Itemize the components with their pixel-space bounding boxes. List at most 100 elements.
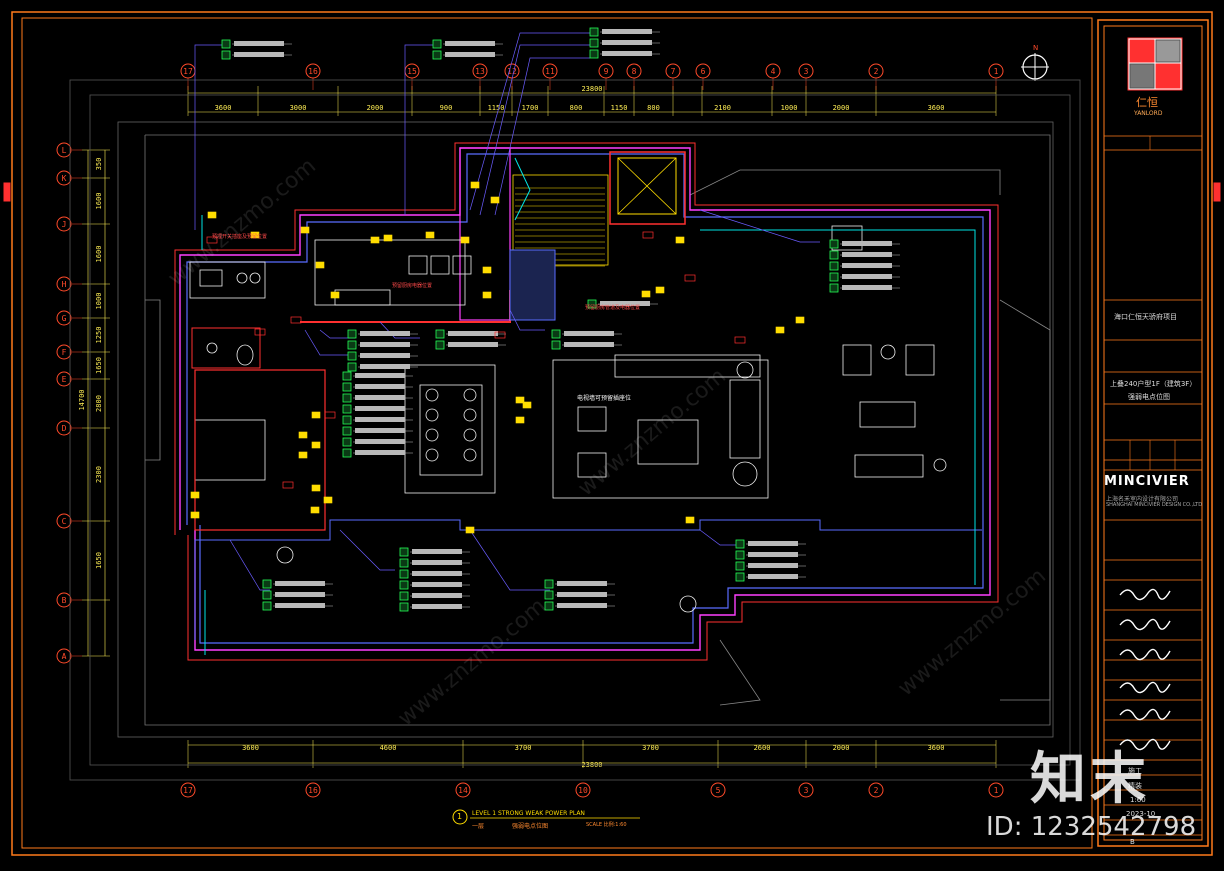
daybed [854,454,924,478]
sofa-side [729,379,761,459]
socket-symbol [829,272,839,282]
socket-symbol [347,351,357,361]
electrical-point [190,491,200,499]
callout-label-bar [275,592,325,597]
socket-symbol [342,426,352,436]
armchair [577,406,607,432]
bottom-axis-bubble [988,782,1004,798]
lounge-chair [905,344,935,376]
top-dim-segment: 2100 [714,104,731,112]
signature-6 [1119,738,1171,751]
socket-symbol [262,601,272,611]
socket-symbol [347,362,357,372]
stair-outline [512,174,609,266]
site-boundary-3 [117,121,1054,738]
entry-note: 预留厨房管道及电器位置 [585,305,641,311]
dining-chair [463,408,477,422]
terrace-outline [144,134,1051,726]
top-axis-label: 11 [545,67,555,76]
top-dim-segment: 3600 [215,104,232,112]
left-axis-bubble [56,276,72,292]
left-axis-bubble [56,592,72,608]
left-axis-bubble [56,420,72,436]
electrical-point [522,401,532,409]
tv-wall-note: 电视墙可预留插座位 [577,395,632,402]
electrical-point [207,211,217,219]
yanlord-logo-square-2 [1155,63,1181,89]
bottom-axis-bubble [455,782,471,798]
electrical-point [675,236,685,244]
bathroom [191,327,261,369]
callout-label-bar [842,263,892,268]
title-block-date: 2023-10 [1126,810,1156,818]
electrical-point [311,484,321,492]
electrical-point [370,236,380,244]
electrical-point [795,316,805,324]
red-dim-mark [282,481,294,489]
stove-burner [236,272,248,284]
top-dim-segment: 1150 [488,104,505,112]
range-note: 预留厨房电器位置 [392,283,433,289]
plan-title-number: 1 [457,812,463,821]
callout-label-bar [412,549,462,554]
top-axis-label: 1 [994,67,999,76]
dining-chair [463,388,477,402]
dining-chair [463,428,477,442]
leader-line [699,209,820,243]
electrical-point [460,236,470,244]
bottom-axis-label: 14 [458,786,468,795]
socket-symbol [829,239,839,249]
electrical-point [311,441,321,449]
socket-symbol [399,547,409,557]
socket-symbol [399,602,409,612]
callout-label-bar [564,342,614,347]
title-block-drawing-type: 精装 [1128,782,1142,790]
watermark-id: ID: 1232542798 [986,812,1197,842]
socket-symbol [735,572,745,582]
socket-symbol [347,340,357,350]
signature-1 [1119,588,1171,601]
leader-line [479,44,590,216]
terrace-chair [276,546,294,564]
bottom-dim-segment: 2600 [754,744,771,752]
socket-symbol [399,569,409,579]
yanlord-logo-square-3 [1129,63,1155,89]
callout-label-bar [234,52,284,57]
socket-symbol [342,415,352,425]
callout-label-bar [412,571,462,576]
electrical-point [298,431,308,439]
electrical-point [482,266,492,274]
bottom-axis-label: 10 [578,786,588,795]
left-edge-marker [3,182,11,202]
title-block-inner [1103,25,1203,841]
left-dim-segment: 1650 [95,552,103,569]
electrical-point [490,196,500,204]
socket-symbol [589,27,599,37]
socket-symbol [435,329,445,339]
callout-label-bar [355,428,405,433]
electrical-point [470,181,480,189]
bedroom-wall [194,369,326,531]
planter [679,595,697,613]
plan-title-scale: SCALE 比例:1:60 [586,822,627,828]
left-axis-bubble [56,648,72,664]
left-axis-bubble [56,170,72,186]
top-dim-segment: 1150 [611,104,628,112]
title-block-firm-logo: MINCIVIER [1104,474,1190,489]
socket-symbol [262,590,272,600]
bottom-axis-label: 16 [308,786,318,795]
compass-north-label: N [1033,44,1039,52]
stair-landing [509,249,556,321]
watermark-brand: 知末 [1030,747,1150,812]
interior-wall-blue [194,519,982,640]
callout-label-bar [445,41,495,46]
signature-5 [1119,708,1171,721]
red-dim-mark [642,231,654,239]
callout-label-bar [564,331,614,336]
right-edge-marker [1213,182,1221,202]
top-axis-label: 12 [507,67,517,76]
plant [933,458,947,472]
lounge-lamp [880,344,896,360]
signature-3 [1119,648,1171,661]
site-boundary-2 [89,94,1071,766]
